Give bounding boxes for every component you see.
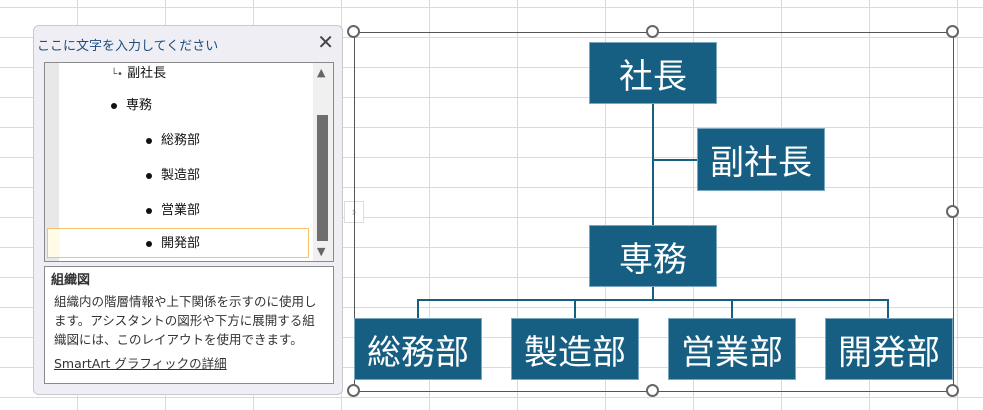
connector-line: [417, 299, 419, 318]
smartart-details-link[interactable]: SmartArt グラフィックの詳細: [54, 356, 227, 371]
scroll-up-icon[interactable]: ▲: [317, 66, 326, 79]
close-icon[interactable]: ✕: [317, 30, 334, 54]
node-dept[interactable]: 営業部: [668, 318, 796, 380]
list-item-label: 開発部: [161, 236, 201, 251]
connector-line: [417, 299, 889, 301]
connector-line: [731, 299, 733, 318]
list-gutter: [45, 63, 59, 261]
node-president[interactable]: 社長: [589, 42, 717, 104]
bullet-icon: [146, 207, 152, 214]
node-managing-director[interactable]: 専務: [589, 225, 717, 287]
resize-handle[interactable]: [946, 25, 959, 38]
resize-handle[interactable]: [347, 384, 360, 397]
list-item[interactable]: └• 副社長: [111, 63, 167, 89]
node-dept[interactable]: 製造部: [511, 318, 639, 380]
bullet-icon: [146, 137, 152, 144]
node-dept[interactable]: 開発部: [825, 318, 953, 380]
node-dept[interactable]: 総務部: [354, 318, 482, 380]
scrollbar[interactable]: ▲ ▼: [313, 63, 333, 261]
node-vice-president[interactable]: 副社長: [697, 128, 825, 191]
text-pane-list[interactable]: └• 副社長 専務 総務部 製造部 営業部 開発部 ▲ ▼: [44, 62, 334, 262]
bullet-icon: [111, 102, 117, 109]
description-box: 組織図 組織内の階層情報や上下関係を示すのに使用します。アシスタントの図形や下方…: [44, 266, 334, 384]
list-item[interactable]: 総務部: [146, 126, 200, 156]
list-item-selected[interactable]: 開発部: [47, 228, 309, 258]
connector-line: [652, 159, 697, 161]
list-item[interactable]: 専務: [111, 91, 152, 121]
bullet-icon: [146, 172, 152, 179]
connector-line: [574, 299, 576, 318]
list-item-label: 製造部: [161, 168, 201, 183]
resize-handle[interactable]: [646, 25, 659, 38]
resize-handle[interactable]: [347, 25, 360, 38]
list-item-label: 専務: [126, 98, 153, 113]
assistant-connector-icon: └•: [111, 69, 123, 80]
resize-handle[interactable]: [646, 384, 659, 397]
resize-handle[interactable]: [946, 205, 959, 218]
list-item-label: 営業部: [161, 203, 201, 218]
text-pane-title: ここに文字を入力してください: [37, 39, 219, 54]
scrollbar-thumb[interactable]: [317, 115, 328, 241]
scroll-down-icon[interactable]: ▼: [317, 245, 326, 258]
connector-line: [652, 103, 654, 225]
connector-line: [887, 299, 889, 318]
resize-handle[interactable]: [946, 384, 959, 397]
connector-line: [652, 287, 654, 300]
list-item-label: 総務部: [161, 133, 201, 148]
text-pane: ここに文字を入力してください ✕ └• 副社長 専務 総務部 製造部 営業部 開…: [33, 25, 343, 395]
list-item-label: 副社長: [127, 66, 167, 81]
list-item[interactable]: 営業部: [146, 196, 200, 226]
bullet-icon: [146, 240, 152, 247]
description-text: 組織内の階層情報や上下関係を示すのに使用します。アシスタントの図形や下方に展開す…: [54, 294, 317, 347]
list-item[interactable]: 製造部: [146, 161, 200, 191]
description-title: 組織図: [51, 273, 91, 288]
